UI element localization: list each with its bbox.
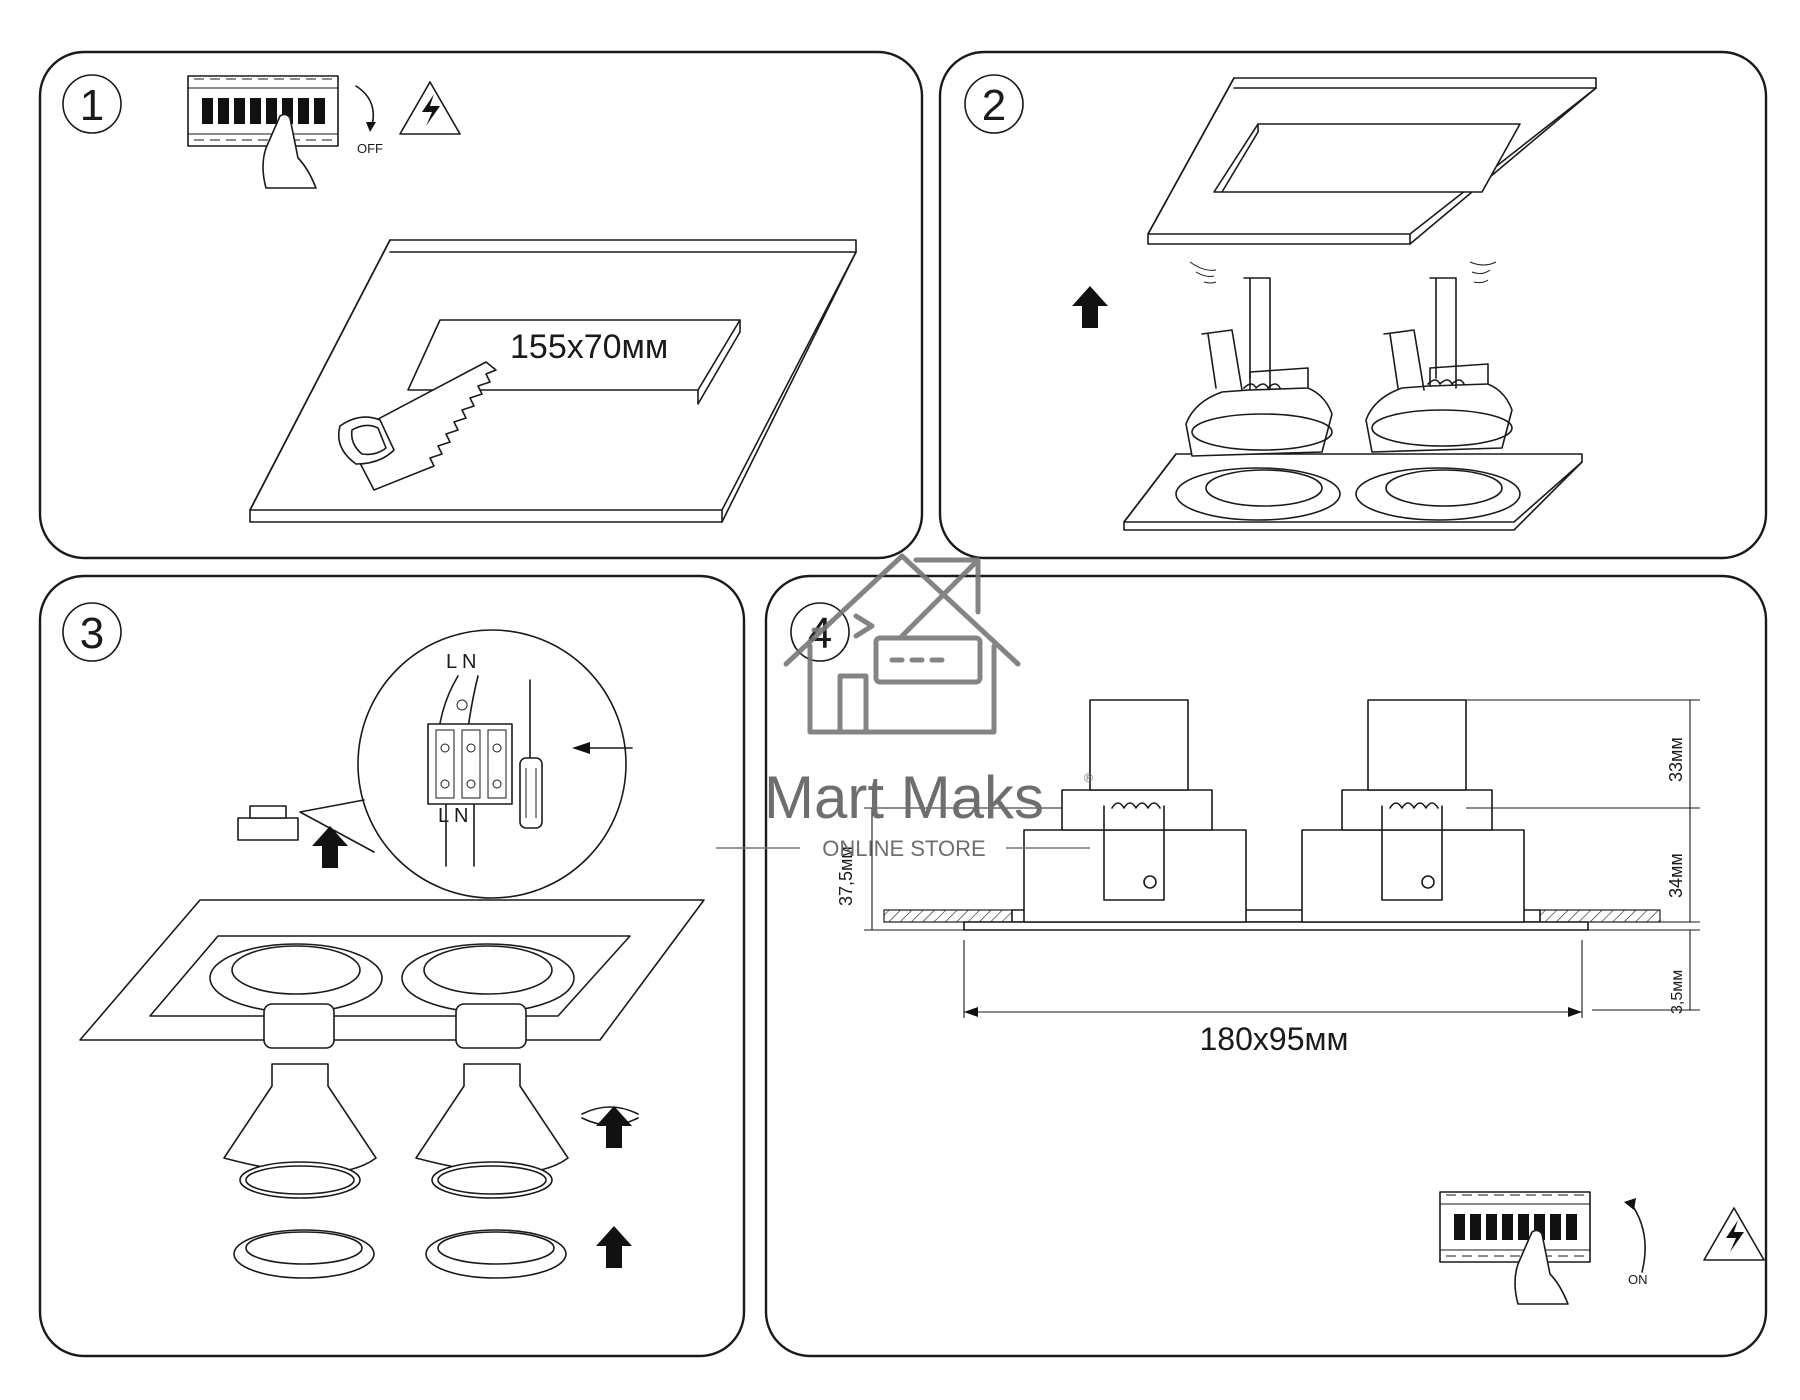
watermark-registered-mark: ®	[1084, 771, 1093, 785]
dim-mid-label: 34мм	[1666, 853, 1686, 898]
step-2-number: 2	[982, 81, 1006, 130]
watermark-brand: Mart Maks	[764, 764, 1044, 831]
gu10-lamps	[223, 1003, 569, 1199]
step-3-badge	[62, 602, 122, 662]
watermark-tagline: ONLINE STORE	[822, 836, 985, 861]
breaker-off-illustration: OFF	[187, 75, 383, 189]
wire-label-top: L N	[446, 651, 476, 673]
side-section-drawing	[883, 699, 1661, 931]
step-4-badge	[790, 602, 850, 662]
switch-on-label: ON	[1628, 1272, 1648, 1287]
width-dimension-label: 180x95мм	[1200, 1021, 1349, 1057]
trim-frame	[1147, 77, 1597, 245]
dim-top-label: 33мм	[1666, 737, 1686, 782]
double-fixture-frame	[1123, 453, 1583, 531]
retaining-rings	[233, 1229, 567, 1279]
switch-off-label: OFF	[357, 141, 383, 156]
dimension-lines	[864, 699, 1700, 1018]
watermark-logo	[783, 553, 1021, 735]
step-1-badge	[62, 74, 122, 134]
wiring-detail-callout: L N L N	[299, 629, 633, 899]
wire-label-bottom: L N	[438, 805, 468, 827]
step-1-number: 1	[80, 81, 104, 130]
step-2-badge	[964, 74, 1024, 134]
spring-vibration-marks	[1189, 261, 1497, 284]
rotate-arrow-icon	[581, 1106, 639, 1148]
cutout-size-label: 155x70мм	[510, 328, 668, 366]
terminal-block-icon	[237, 805, 299, 841]
step-2-panel	[938, 50, 1768, 560]
dim-bottom-label: 3,5мм	[1669, 970, 1686, 1014]
step-4-panel	[764, 574, 1768, 1358]
step-3-number: 3	[80, 609, 104, 658]
fixture-spring-clips	[1185, 277, 1513, 457]
dim-left-label: 37,5мм	[836, 846, 856, 906]
screwdriver-icon	[519, 679, 543, 829]
breaker-on-illustration: ON	[1439, 1191, 1648, 1305]
saw-icon	[337, 361, 497, 491]
